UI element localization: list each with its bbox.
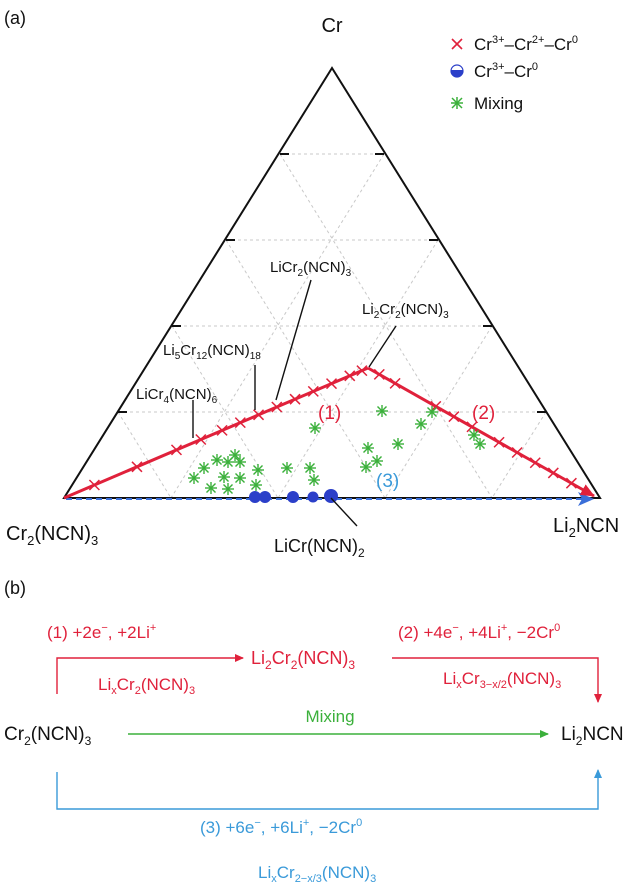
cross-marker (216, 424, 228, 436)
cross-marker (234, 417, 246, 429)
cross-marker (253, 409, 265, 421)
compound-licrncn2: LiCr(NCN)2 (274, 536, 365, 560)
legend-marker-cross (451, 38, 463, 50)
step-3-reaction: (3) +6e−, +6Li+, −2Cr0 (200, 817, 362, 837)
path-label-2: (2) (472, 403, 495, 424)
star-marker (252, 464, 264, 476)
step-2-reaction: (2) +4e−, +4Li+, −2Cr0 (398, 622, 560, 642)
right-compound: Li2NCN (561, 724, 624, 748)
star-marker (371, 455, 383, 467)
step-2-product: LixCr3−x/2(NCN)3 (443, 669, 561, 691)
legend-item-2: Cr3+–Cr0 (474, 61, 538, 81)
cross-markers (88, 365, 577, 491)
star-marker (308, 474, 320, 486)
cross-marker (565, 477, 577, 489)
vertex-label-cr2ncn3: Cr2(NCN)3 (6, 523, 98, 548)
star-marker (198, 462, 210, 474)
vertex-label-cr: Cr (321, 15, 342, 37)
mixing-markers (188, 405, 486, 495)
halfcircle-marker (287, 491, 299, 503)
cross-marker (88, 479, 100, 491)
cross-marker (466, 421, 478, 433)
vertex-label-li2ncn: Li2NCN (553, 515, 619, 540)
halfcircle-markers (249, 489, 338, 503)
callout-lines (192, 279, 397, 527)
cross-marker (547, 467, 559, 479)
cross-marker (131, 461, 143, 473)
cross-marker (448, 411, 460, 423)
star-marker (376, 405, 388, 417)
star-marker (218, 471, 230, 483)
step-3-arrow (56, 769, 602, 810)
left-compound: Cr2(NCN)3 (4, 724, 92, 748)
step-1-arrow (56, 654, 244, 694)
star-marker (222, 483, 234, 495)
cross-marker (389, 377, 401, 389)
panel-b-label: (b) (4, 578, 26, 598)
star-marker (234, 456, 246, 468)
legend-item-1: Cr3+–Cr2+–Cr0 (474, 34, 578, 54)
path-1-line (63, 366, 369, 500)
star-marker (468, 429, 480, 441)
star-marker (362, 442, 374, 454)
step-1-product: LixCr2(NCN)3 (98, 675, 195, 697)
legend-marker-star (451, 97, 463, 109)
cross-marker (325, 378, 338, 390)
cross-marker (170, 444, 183, 456)
cross-marker (529, 457, 541, 469)
step-2-arrow (392, 657, 602, 703)
star-marker (211, 454, 223, 466)
compound-licr4ncn6: LiCr4(NCN)6 (136, 386, 218, 406)
star-marker (426, 406, 438, 418)
star-marker (205, 482, 217, 494)
star-marker (392, 438, 404, 450)
compound-licr2ncn3: LiCr2(NCN)3 (270, 259, 352, 279)
halfcircle-marker (324, 489, 338, 503)
path-label-1: (1) (318, 403, 341, 424)
star-marker (188, 472, 200, 484)
cross-marker (307, 385, 319, 397)
path-label-3: (3) (376, 471, 399, 492)
step-3-product: LixCr2−x/3(NCN)3 (258, 863, 376, 885)
cross-marker (493, 436, 505, 448)
middle-compound: Li2Cr2(NCN)3 (251, 648, 355, 672)
cross-marker (344, 370, 356, 382)
star-marker (234, 472, 246, 484)
halfcircle-marker (259, 491, 271, 503)
star-marker (229, 449, 241, 461)
cross-marker (373, 368, 385, 380)
halfcircle-marker (307, 491, 319, 503)
cross-marker (271, 401, 283, 413)
mixing-label: Mixing (305, 707, 354, 726)
star-marker (250, 479, 262, 491)
cross-marker (511, 446, 523, 459)
compound-li5cr12ncn18: Li5Cr12(NCN)18 (163, 342, 261, 362)
ternary-triangle (62, 66, 602, 499)
legend-item-3: Mixing (474, 94, 523, 113)
halfcircle-marker (249, 491, 261, 503)
step-1-reaction: (1) +2e−, +2Li+ (47, 622, 156, 642)
cross-marker (289, 393, 301, 405)
star-marker (304, 462, 316, 474)
compound-li2cr2ncn3: Li2Cr2(NCN)3 (362, 301, 449, 321)
legend-marker-halfcircle (450, 64, 464, 78)
edge-ticks (118, 153, 546, 413)
star-marker (415, 418, 427, 430)
star-marker (281, 462, 293, 474)
path-2-line (367, 366, 595, 498)
star-marker (309, 422, 321, 434)
panel-a-label: (a) (4, 8, 26, 28)
star-marker (474, 438, 486, 450)
cross-marker (195, 433, 207, 446)
legend: Cr3+–Cr2+–Cr0 Cr3+–Cr0 Mixing (450, 34, 578, 113)
star-marker (360, 461, 372, 473)
cross-marker (356, 365, 368, 377)
